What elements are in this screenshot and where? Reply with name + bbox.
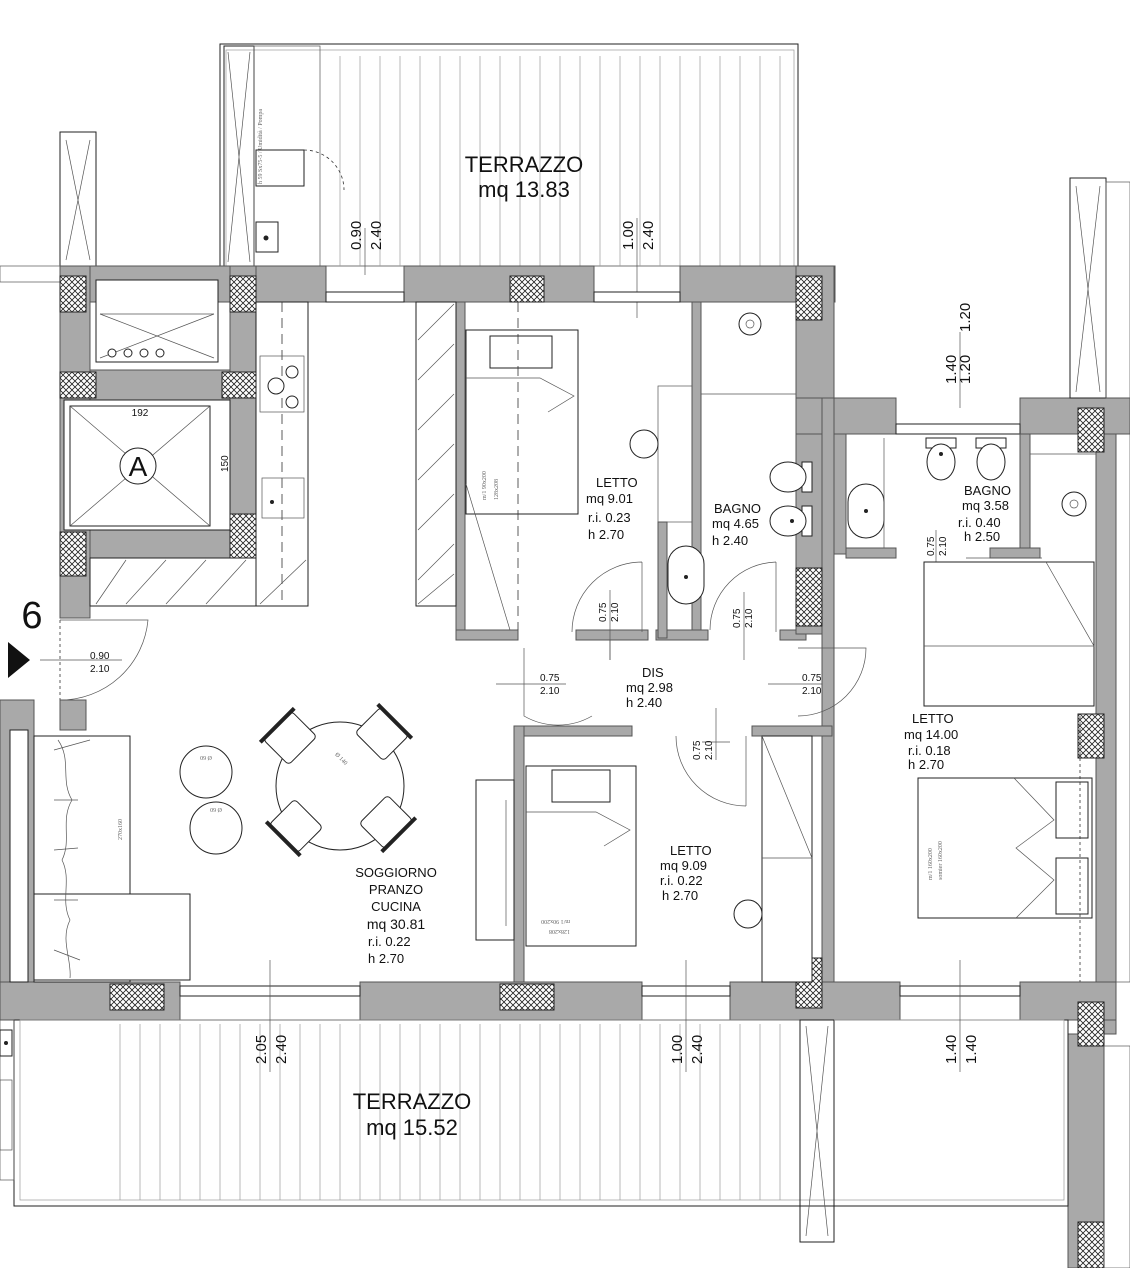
living-area: 270x160 Ø 60 Ø 60 Ø 140 (33, 702, 418, 983)
bagno-2-area: mq 3.58 (962, 498, 1009, 513)
door-bagno2-w: 0.75 (926, 536, 937, 556)
bot-win-3-h: 1.40 (963, 1035, 980, 1064)
soggiorno-h: h 2.70 (368, 951, 404, 966)
door-letto2-h: 2.10 (704, 740, 715, 760)
entrance: 6 0.90 2.10 (8, 595, 149, 701)
door-dis-left-h: 2.10 (540, 686, 560, 697)
bed-2-label2: 128x208 (549, 928, 570, 934)
letto-3-name: LETTO (912, 711, 954, 726)
ext-unit-label: h 59 Sx75-5 / Umidità / Pompa (258, 109, 264, 184)
bagno2-win-w: 1.40 (943, 355, 960, 384)
bagno-2-ri: r.i. 0.40 (958, 515, 1001, 530)
bot-win-2-h: 2.40 (689, 1035, 706, 1064)
lift-shaft: A 192 150 (63, 279, 231, 531)
door-entry-w: 0.90 (90, 651, 110, 662)
door-dis-left-w: 0.75 (540, 673, 560, 684)
stair-number: 6 (21, 595, 42, 637)
top-win-1-w: 0.90 (348, 221, 365, 250)
bagno-1 (667, 312, 813, 605)
kitchen-base (89, 301, 457, 607)
top-win-2-w: 1.00 (620, 221, 637, 250)
bagno2-win-h1: 1.20 (957, 355, 974, 384)
dis-name: DIS (642, 665, 664, 680)
letto-3-area: mq 14.00 (904, 727, 958, 742)
door-bagno1-h: 2.10 (744, 608, 755, 628)
door-dis-right-h: 2.10 (802, 686, 822, 697)
soggiorno-line1: SOGGIORNO (355, 865, 437, 880)
letto-2-name: LETTO (670, 843, 712, 858)
door-letto1-h: 2.10 (610, 602, 621, 622)
terrazzo-top-name: TERRAZZO (465, 152, 584, 177)
letto-2-h: h 2.70 (662, 888, 698, 903)
stool-2-label: Ø 60 (210, 806, 222, 812)
soggiorno-area: mq 30.81 (367, 916, 426, 932)
terrazzo-bottom-area: mq 15.52 (366, 1115, 458, 1140)
letto-1-name: LETTO (596, 475, 638, 490)
soggiorno-ri: r.i. 0.22 (368, 934, 411, 949)
shaft-depth: 150 (220, 455, 231, 472)
structural-columns (59, 275, 1105, 1268)
bagno-1-h: h 2.40 (712, 533, 748, 548)
dis-area: mq 2.98 (626, 680, 673, 695)
bed-1-label: m/1 90x200 (482, 471, 488, 500)
letto-2: m/1 90x200 128x208 (475, 735, 813, 983)
bed-3-label: m/1 160x200 (928, 848, 934, 880)
sofa-label: 270x160 (118, 819, 124, 840)
dis-h: h 2.40 (626, 695, 662, 710)
shaft-letter: A (129, 451, 148, 482)
terrace-top: h 59 Sx75-5 / Umidità / Pompa (219, 43, 799, 267)
letto-1-area: mq 9.01 (586, 491, 633, 506)
stool-1-label: Ø 60 (200, 754, 212, 760)
bed-1-label2: 128x208 (494, 479, 500, 500)
terrazzo-bottom-name: TERRAZZO (353, 1089, 472, 1114)
door-letto2-w: 0.75 (692, 740, 703, 760)
door-letto1-w: 0.75 (598, 602, 609, 622)
shaft-width: 192 (132, 408, 149, 419)
bagno2-win-h2: 1.20 (957, 303, 974, 332)
letto-1-h: h 2.70 (588, 527, 624, 542)
door-dis-right-w: 0.75 (802, 673, 822, 684)
terrace-bottom (0, 1019, 1069, 1243)
bot-win-3-w: 1.40 (943, 1035, 960, 1064)
bed-3-label2: somier 160x200 (938, 841, 944, 880)
bagno-2 (847, 437, 1096, 559)
letto-3: m/1 160x200 somier 160x200 (917, 561, 1095, 982)
letto-3-ri: r.i. 0.18 (908, 743, 951, 758)
bagno-2-name: BAGNO (964, 483, 1011, 498)
soggiorno-line2: PRANZO (369, 882, 423, 897)
door-bagno1-w: 0.75 (732, 608, 743, 628)
bot-win-2-w: 1.00 (669, 1035, 686, 1064)
door-bagno2-h: 2.10 (938, 536, 949, 556)
soggiorno-line3: CUCINA (371, 899, 421, 914)
bot-win-1-h: 2.40 (273, 1035, 290, 1064)
bagno-2-h: h 2.50 (964, 529, 1000, 544)
bagno-1-area: mq 4.65 (712, 516, 759, 531)
letto-2-area: mq 9.09 (660, 858, 707, 873)
bed-2-label: m/1 90x200 (541, 918, 570, 924)
terrazzo-top-area: mq 13.83 (478, 177, 570, 202)
letto-2-ri: r.i. 0.22 (660, 873, 703, 888)
door-entry-h: 2.10 (90, 664, 110, 675)
bot-win-1-w: 2.05 (253, 1035, 270, 1064)
letto-1: m/1 90x200 128x208 (465, 302, 693, 631)
top-win-2-h: 2.40 (640, 221, 657, 250)
letto-1-ri: r.i. 0.23 (588, 510, 631, 525)
letto-3-h: h 2.70 (908, 757, 944, 772)
bagno-1-name: BAGNO (714, 501, 761, 516)
top-win-1-h: 2.40 (368, 221, 385, 250)
